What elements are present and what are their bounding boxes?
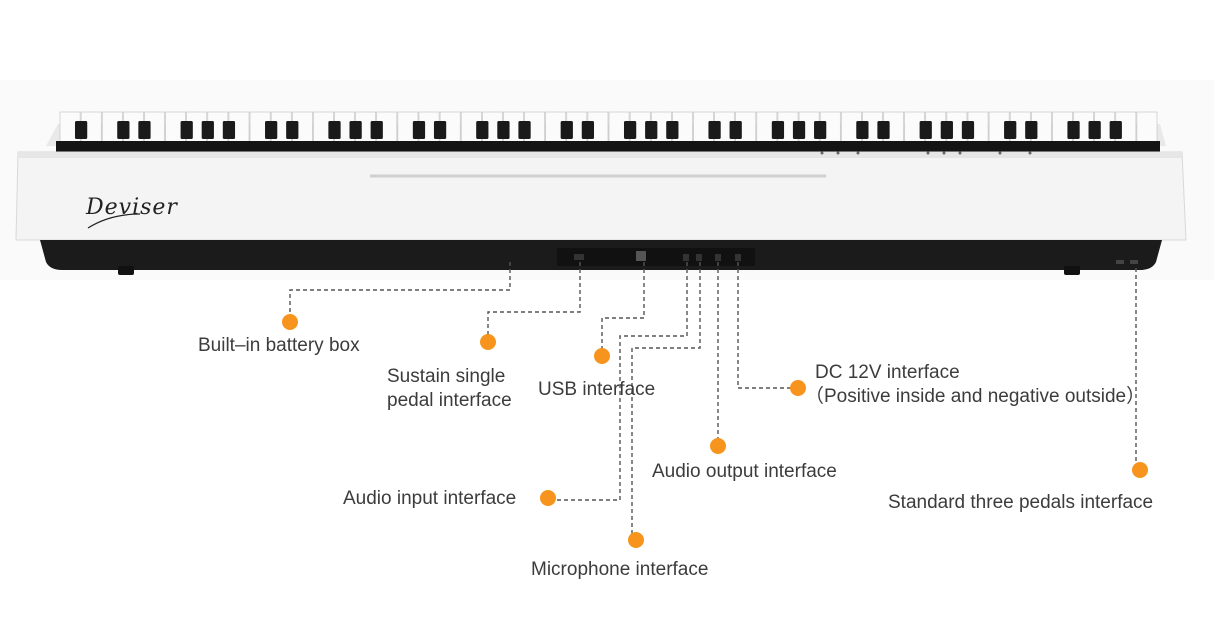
- black-key: [349, 121, 362, 139]
- logo-swash: [87, 213, 141, 229]
- label-sustain-line-1: Sustain single: [387, 366, 506, 387]
- black-key: [666, 121, 679, 139]
- audio-out-jack: [715, 254, 721, 261]
- black-key: [623, 121, 637, 139]
- black-key: [328, 121, 341, 139]
- label-dc-line-1: DC 12V interface: [815, 362, 960, 383]
- brand-logo: Deviser: [86, 195, 178, 220]
- black-key: [433, 121, 447, 139]
- keyboard: [46, 111, 1166, 152]
- label-microphone: Microphone interface: [531, 559, 709, 580]
- leader-sustain: [487, 262, 581, 342]
- black-key: [412, 121, 426, 139]
- foot-right: [1064, 266, 1080, 275]
- pedal-jack-a: [1116, 260, 1124, 264]
- marker-dc: [790, 380, 806, 396]
- audio-in-jack: [683, 254, 689, 261]
- black-key: [771, 121, 785, 139]
- black-key: [877, 121, 890, 139]
- leader-microphone: [631, 262, 701, 540]
- black-key: [201, 121, 214, 139]
- black-key: [1109, 121, 1122, 139]
- black-key: [1088, 121, 1101, 139]
- label-three-pedals: Standard three pedals interface: [888, 492, 1154, 513]
- front-panel: [15, 151, 1187, 241]
- leader-lines: [289, 262, 1137, 540]
- panel-top-edge: [18, 152, 1182, 158]
- black-key: [792, 121, 806, 139]
- piano-base: [40, 240, 1162, 275]
- leader-battery: [289, 262, 511, 322]
- sustain-jack: [574, 254, 584, 260]
- black-key: [265, 121, 278, 139]
- black-key: [560, 121, 573, 139]
- label-audio-input: Audio input interface: [343, 488, 517, 509]
- marker-sustain: [480, 334, 496, 350]
- label-battery-box: Built–in battery box: [198, 335, 360, 356]
- pedal-jack-b: [1130, 260, 1138, 264]
- black-key: [581, 121, 595, 139]
- marker-battery: [282, 314, 298, 330]
- microphone-jack: [696, 254, 702, 261]
- port-panel: [557, 248, 755, 266]
- leader-audio-input: [548, 262, 688, 501]
- black-key: [476, 121, 489, 139]
- dc-jack: [735, 254, 741, 261]
- black-key: [856, 121, 869, 139]
- marker-microphone: [628, 532, 644, 548]
- black-key: [919, 121, 932, 139]
- label-usb: USB interface: [538, 379, 656, 400]
- markers: [282, 314, 1148, 548]
- black-key: [814, 121, 827, 139]
- marker-pedals3: [1132, 462, 1148, 478]
- piano-body: [15, 151, 1187, 241]
- control-marks: [820, 151, 1032, 155]
- black-key: [729, 121, 742, 139]
- black-key: [961, 121, 975, 139]
- black-key: [1025, 121, 1038, 139]
- black-key: [940, 121, 953, 139]
- foot-left: [118, 266, 134, 275]
- leader-usb: [601, 262, 645, 356]
- black-key: [138, 121, 151, 139]
- label-sustain-line-2: pedal interface: [387, 390, 512, 411]
- black-key: [1067, 121, 1080, 139]
- black-key: [222, 121, 236, 139]
- black-key: [645, 121, 658, 139]
- marker-audio-output: [710, 438, 726, 454]
- black-key: [370, 121, 383, 139]
- usb-port: [636, 251, 646, 261]
- black-key: [518, 121, 531, 139]
- key-rail: [56, 141, 1160, 152]
- white-key: [1136, 111, 1158, 143]
- black-keys: [74, 121, 1122, 139]
- black-key: [497, 121, 510, 139]
- marker-usb: [594, 348, 610, 364]
- black-key: [708, 121, 721, 139]
- leader-dc: [737, 262, 798, 389]
- black-key: [180, 121, 193, 139]
- marker-audio-input: [540, 490, 556, 506]
- black-key: [286, 121, 299, 139]
- black-key: [1004, 121, 1017, 139]
- black-key: [74, 121, 88, 139]
- label-dc-line-2: （Positive inside and negative outside）: [805, 386, 1146, 407]
- black-key: [117, 121, 130, 139]
- label-audio-output: Audio output interface: [652, 461, 837, 482]
